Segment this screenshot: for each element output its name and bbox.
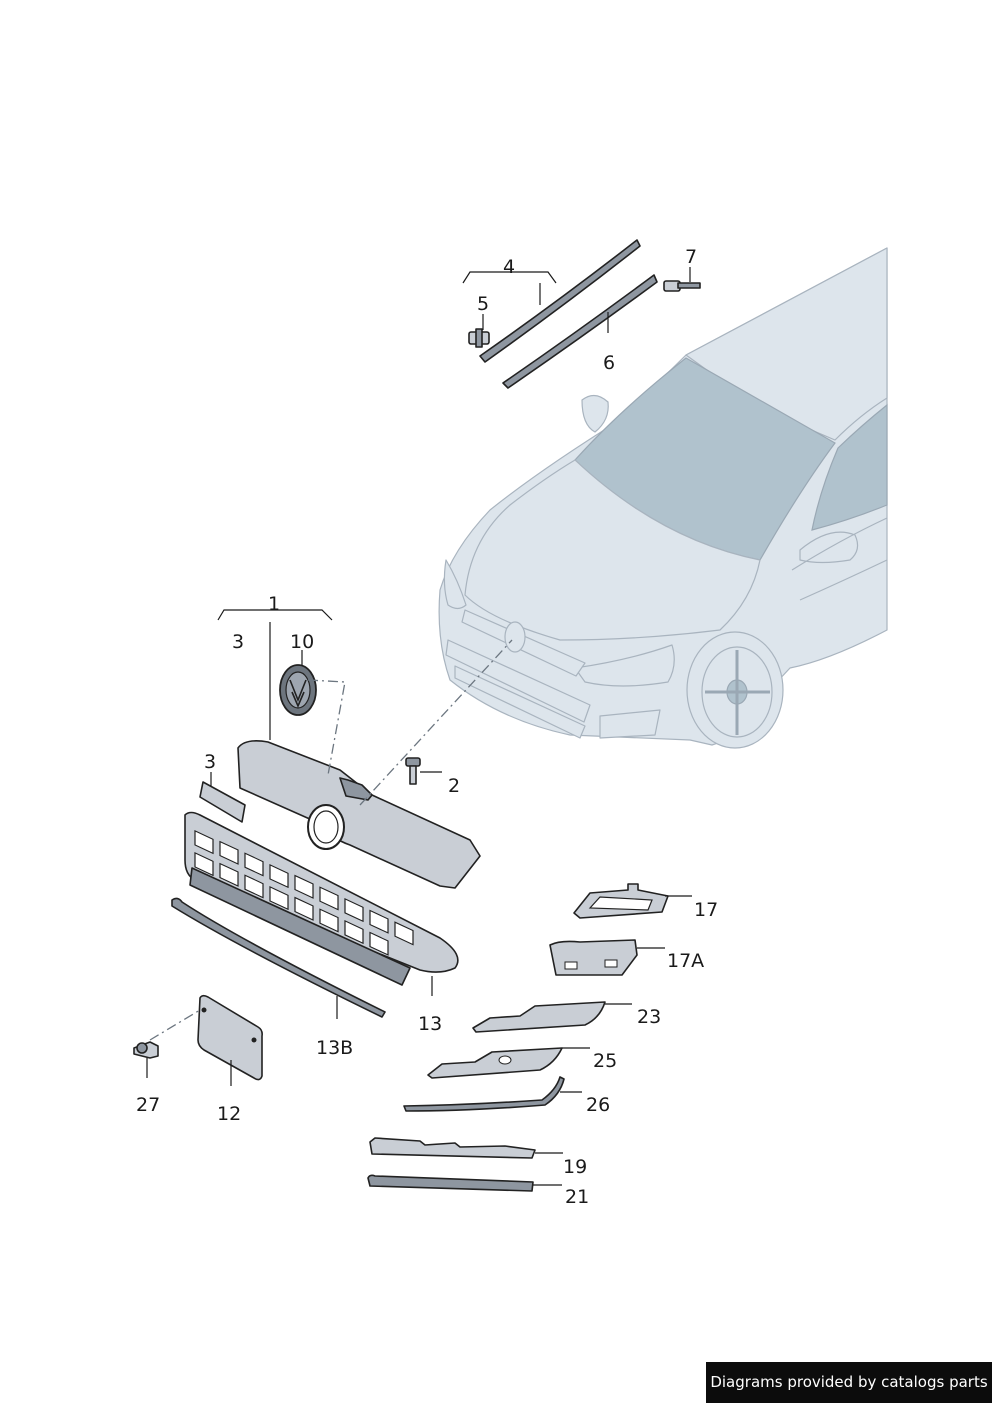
callout-17a: 17A [667,950,704,972]
roof-moulding-right [502,274,658,389]
hood [464,459,761,641]
emblem-10 [279,664,317,716]
callout-25: 25 [593,1050,617,1072]
callout-13: 13 [418,1013,442,1035]
callout-13b: 13B [316,1037,353,1059]
callout-23: 23 [637,1006,661,1028]
trim-23 [472,1001,606,1033]
clip-5 [468,328,490,348]
attribution-banner: Diagrams provided by catalogs parts [706,1362,992,1403]
roof-moulding-left [479,239,641,363]
assembly-lines [149,639,513,1041]
car-illustration [438,247,888,749]
callout-3-upper: 3 [232,631,244,653]
callout-7: 7 [685,246,697,268]
callout-6: 6 [603,352,615,374]
callout-4: 4 [503,256,515,278]
clip-27 [133,1041,159,1059]
callout-3-lower: 3 [204,751,216,773]
trim-21 [367,1174,534,1192]
callout-19: 19 [563,1156,587,1178]
side-window [811,403,888,531]
trim-26 [403,1076,565,1112]
grille-parts [133,664,481,1081]
callout-1: 1 [268,593,280,615]
callout-2: 2 [448,775,460,797]
callout-10: 10 [290,631,314,653]
trim-19 [369,1137,536,1159]
bracket-17a [549,939,638,976]
callout-26: 26 [586,1094,610,1116]
callout-17: 17 [694,899,718,921]
trim-25 [427,1047,563,1079]
screw-2 [405,757,421,785]
lower-grille-13 [184,811,459,986]
callout-12: 12 [217,1103,241,1125]
plate-holder-12 [197,994,263,1081]
callout-labels: 1 3 10 3 2 4 5 6 7 13 13B 12 27 17 17A 2… [136,246,718,1208]
roof-moulding-parts [468,239,701,389]
callout-27: 27 [136,1094,160,1116]
trim-strip-13b [171,897,386,1018]
callout-5: 5 [477,293,489,315]
leader-lines [146,267,692,1186]
trim-strip-3 [199,781,246,823]
bolt-7 [663,280,701,292]
callout-21: 21 [565,1186,589,1208]
bumper-trim-parts [367,883,669,1192]
